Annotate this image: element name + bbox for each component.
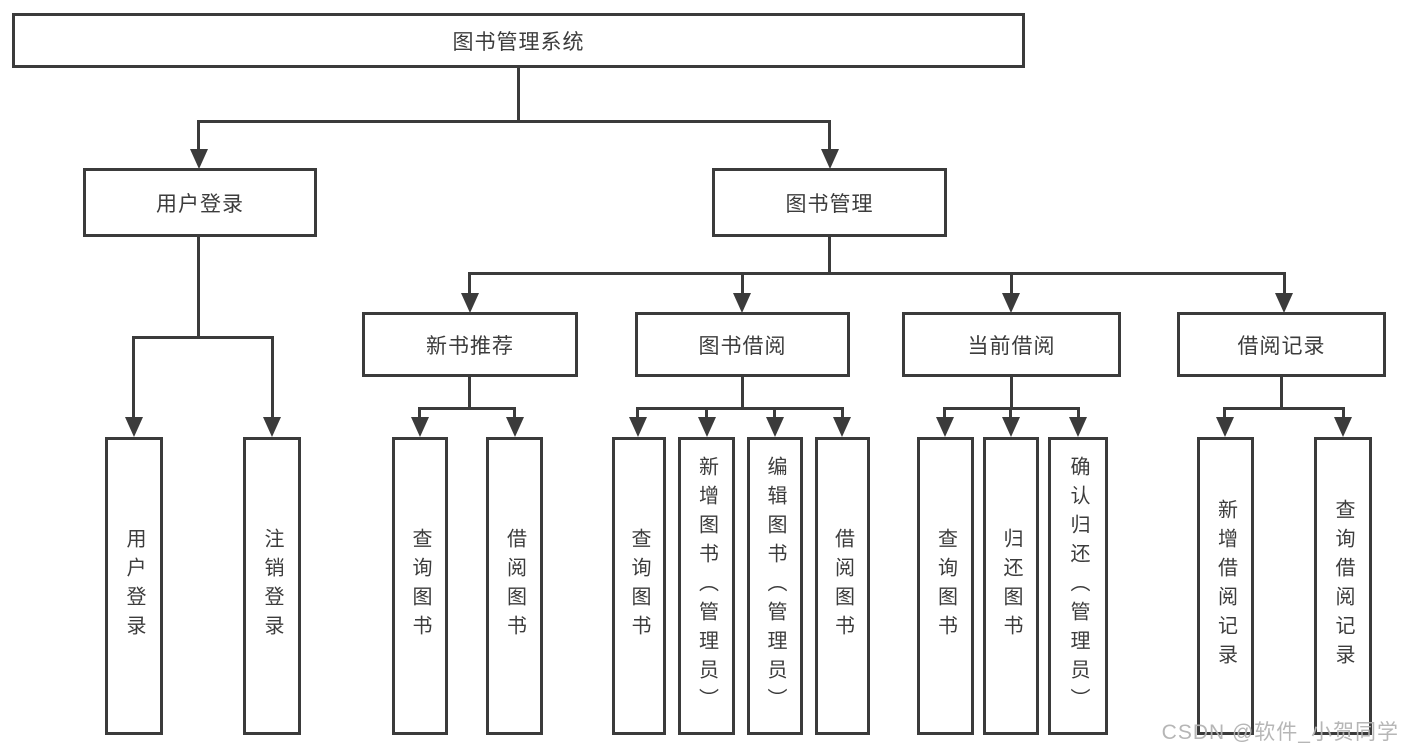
- node-book-borrow-label: 图书借阅: [698, 334, 787, 358]
- edge-book-mgmt-stem: [828, 237, 831, 272]
- edge-recommend-arm-2: [513, 407, 516, 417]
- leaf-user-login-label: 用户登录: [123, 528, 145, 644]
- node-user-login-label: 用户登录: [156, 192, 244, 216]
- leaf-recommend-borrow-books-label: 借阅图书: [503, 528, 526, 644]
- node-borrow-records-label: 借阅记录: [1237, 334, 1326, 358]
- edge-book-mgmt-arm-3: [1010, 272, 1013, 293]
- node-book-management: 图书管理: [712, 168, 947, 237]
- arrowhead-recommend-borrow: [506, 417, 524, 437]
- leaf-return-books: 归还图书: [983, 437, 1039, 735]
- leaf-add-borrow-record: 新增借阅记录: [1197, 437, 1254, 735]
- node-library-system: 图书管理系统: [12, 13, 1025, 68]
- node-user-login: 用户登录: [83, 168, 317, 237]
- edge-root-split: [197, 120, 831, 123]
- leaf-current-query-books-label: 查询图书: [934, 528, 957, 644]
- leaf-recommend-query-books: 查询图书: [392, 437, 448, 735]
- leaf-borrow-query-books-label: 查询图书: [628, 528, 650, 644]
- leaf-query-borrow-record-label: 查询借阅记录: [1332, 499, 1354, 673]
- edge-records-split: [1223, 407, 1345, 410]
- leaf-add-borrow-record-label: 新增借阅记录: [1214, 499, 1237, 673]
- edge-root-arm-right: [828, 120, 831, 149]
- edge-user-login-stem: [197, 237, 200, 336]
- edge-book-mgmt-arm-2: [741, 272, 744, 293]
- arrowhead-leaf-logout: [263, 417, 281, 437]
- arrowhead-leaf-user-login: [125, 417, 143, 437]
- arrowhead-current-borrow: [1002, 293, 1020, 313]
- node-current-borrow: 当前借阅: [902, 312, 1121, 377]
- arrowhead-borrow-edit: [766, 417, 784, 437]
- edge-current-arm-3: [1077, 407, 1080, 417]
- leaf-logout-label: 注销登录: [261, 528, 283, 644]
- leaf-add-book-admin: 新增图书（管理员）: [678, 437, 735, 735]
- edge-borrow-arm-4: [841, 407, 844, 417]
- arrowhead-current-query: [936, 417, 954, 437]
- leaf-edit-book-admin: 编辑图书（管理员）: [747, 437, 803, 735]
- arrowhead-borrow-add: [698, 417, 716, 437]
- node-book-borrow: 图书借阅: [635, 312, 850, 377]
- arrowhead-new-book-recommend: [461, 293, 479, 313]
- edge-user-login-split: [132, 336, 274, 339]
- edge-root-arm-left: [197, 120, 200, 149]
- node-book-management-label: 图书管理: [785, 192, 874, 216]
- edge-records-arm-2: [1342, 407, 1345, 417]
- arrowhead-user-login: [190, 149, 208, 169]
- arrowhead-current-confirm: [1069, 417, 1087, 437]
- csdn-watermark: CSDN @软件_小贺同学: [1161, 721, 1399, 744]
- leaf-return-books-label: 归还图书: [1000, 528, 1022, 644]
- arrowhead-borrow-query: [629, 417, 647, 437]
- edge-borrow-arm-3: [773, 407, 776, 417]
- leaf-borrow-borrow-books-label: 借阅图书: [831, 528, 854, 644]
- leaf-edit-book-admin-label: 编辑图书（管理员）: [764, 455, 786, 717]
- leaf-add-book-admin-label: 新增图书（管理员）: [695, 455, 718, 717]
- leaf-query-borrow-record: 查询借阅记录: [1314, 437, 1372, 735]
- leaf-confirm-return-admin: 确认归还（管理员）: [1048, 437, 1108, 735]
- node-current-borrow-label: 当前借阅: [967, 334, 1056, 358]
- edge-borrow-arm-1: [636, 407, 639, 417]
- edge-book-mgmt-arm-1: [468, 272, 471, 293]
- edge-recommend-split: [418, 407, 516, 410]
- edge-root-stem: [517, 68, 520, 120]
- edge-user-login-arm-1: [132, 336, 135, 417]
- arrowhead-borrow-records: [1275, 293, 1293, 313]
- edge-borrow-split: [636, 407, 844, 410]
- leaf-confirm-return-admin-label: 确认归还（管理员）: [1067, 455, 1089, 717]
- edge-recommend-stem: [468, 377, 471, 407]
- leaf-borrow-borrow-books: 借阅图书: [815, 437, 870, 735]
- arrowhead-borrow-borrow: [833, 417, 851, 437]
- leaf-recommend-query-books-label: 查询图书: [409, 528, 431, 644]
- edge-current-arm-1: [943, 407, 946, 417]
- node-borrow-records: 借阅记录: [1177, 312, 1386, 377]
- leaf-borrow-query-books: 查询图书: [612, 437, 666, 735]
- arrowhead-recommend-query: [411, 417, 429, 437]
- arrowhead-book-management: [821, 149, 839, 169]
- leaf-current-query-books: 查询图书: [917, 437, 974, 735]
- leaf-logout: 注销登录: [243, 437, 301, 735]
- edge-user-login-arm-2: [271, 336, 274, 417]
- arrowhead-book-borrow: [733, 293, 751, 313]
- edge-current-stem: [1010, 377, 1013, 407]
- arrowhead-current-return: [1002, 417, 1020, 437]
- leaf-user-login: 用户登录: [105, 437, 163, 735]
- edge-borrow-arm-2: [705, 407, 708, 417]
- edge-borrow-stem: [741, 377, 744, 407]
- node-new-book-recommend: 新书推荐: [362, 312, 578, 377]
- arrowhead-records-query: [1334, 417, 1352, 437]
- node-new-book-recommend-label: 新书推荐: [426, 334, 514, 358]
- edge-records-arm-1: [1223, 407, 1226, 417]
- edge-recommend-arm-1: [418, 407, 421, 417]
- edge-current-arm-2: [1009, 407, 1012, 417]
- edge-book-mgmt-split: [468, 272, 1286, 275]
- node-library-system-label: 图书管理系统: [452, 30, 585, 54]
- leaf-recommend-borrow-books: 借阅图书: [486, 437, 543, 735]
- edge-book-mgmt-arm-4: [1283, 272, 1286, 293]
- edge-records-stem: [1280, 377, 1283, 407]
- arrowhead-records-add: [1216, 417, 1234, 437]
